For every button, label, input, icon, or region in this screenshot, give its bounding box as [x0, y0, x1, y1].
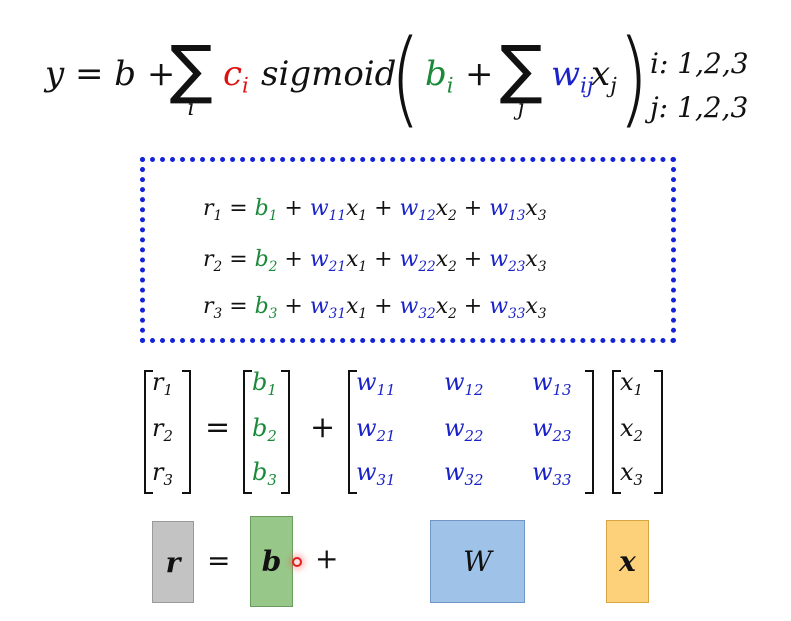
top-formula: y = b + ∑ i ci sigmoid ( bi + ∑ j wij xj… [45, 26, 685, 150]
block-b-label: b [261, 545, 282, 578]
range-i: i: 1,2,3 [650, 47, 749, 80]
w-matrix-cell: w31 [356, 458, 396, 490]
bias-b: bi [425, 54, 454, 98]
x-vector-left-bracket [612, 370, 621, 494]
w-matrix-right-bracket [585, 370, 594, 494]
matrix-plus: + [310, 410, 336, 445]
equation-line-2: r2 = b2 + w21x1 + w22x2 + w23x3 [203, 247, 547, 275]
block-equals: = [207, 544, 231, 577]
index-ranges: i: 1,2,3 j: 1,2,3 [650, 42, 749, 130]
b-vector-right-bracket [281, 370, 290, 494]
sigma-symbol: ∑ [169, 33, 213, 107]
sigmoid-label: sigmoid [261, 54, 397, 94]
x-vector-cell: x1 [620, 368, 644, 400]
sum-index-i: i [187, 96, 195, 121]
block-x: x [606, 520, 649, 603]
equation-line-3: r3 = b3 + w31x1 + w32x2 + w33x3 [203, 294, 547, 322]
w-matrix-cell: w11 [356, 368, 396, 400]
w-matrix-cell: w12 [444, 368, 484, 400]
block-r: r [152, 521, 194, 603]
coef-c: ci [223, 54, 249, 98]
x-vector-cell: x2 [620, 414, 644, 446]
b-vector-cell: b1 [252, 368, 277, 400]
r-vector-left-bracket [144, 370, 153, 494]
r-vector-cell: r2 [152, 414, 173, 446]
x-vector-right-bracket [654, 370, 663, 494]
sum-over-j: ∑ j [497, 38, 545, 121]
range-j: j: 1,2,3 [650, 91, 749, 124]
sigma-symbol: ∑ [499, 33, 543, 107]
block-W: W [430, 520, 525, 603]
sum-index-j: j [517, 96, 525, 121]
block-x-label: x [619, 545, 636, 578]
w-matrix-cell: w33 [532, 458, 572, 490]
w-matrix-cell: w22 [444, 414, 484, 446]
w-matrix-left-bracket [348, 370, 357, 494]
r-vector-cell: r1 [152, 368, 173, 400]
block-W-label: W [463, 545, 492, 578]
equation-box: r1 = b1 + w11x1 + w12x2 + w13x3 r2 = b2 +… [140, 157, 676, 343]
equation-line-1: r1 = b1 + w11x1 + w12x2 + w13x3 [203, 196, 547, 224]
w-matrix-cell: w21 [356, 414, 396, 446]
w-matrix-cell: w23 [532, 414, 572, 446]
w-matrix-cell: w13 [532, 368, 572, 400]
paren-close: ) [618, 17, 649, 139]
block-b: b [250, 516, 293, 607]
block-plus: + [315, 542, 339, 575]
b-vector-cell: b2 [252, 414, 277, 446]
b-vector-cell: b3 [252, 458, 277, 490]
formula-lhs: y = b + [45, 54, 176, 94]
paren-open: ( [390, 17, 421, 139]
plus-sign: + [465, 54, 494, 94]
pointer-cursor [292, 557, 302, 567]
b-vector-left-bracket [243, 370, 252, 494]
matrix-equals: = [205, 410, 231, 445]
input-x: xj [591, 54, 617, 98]
w-matrix-cell: w32 [444, 458, 484, 490]
r-vector-right-bracket [182, 370, 191, 494]
weight-w: wij [551, 54, 594, 98]
x-vector-cell: x3 [620, 458, 644, 490]
block-r-label: r [165, 545, 181, 579]
sum-over-i: ∑ i [167, 38, 215, 121]
r-vector-cell: r3 [152, 458, 173, 490]
